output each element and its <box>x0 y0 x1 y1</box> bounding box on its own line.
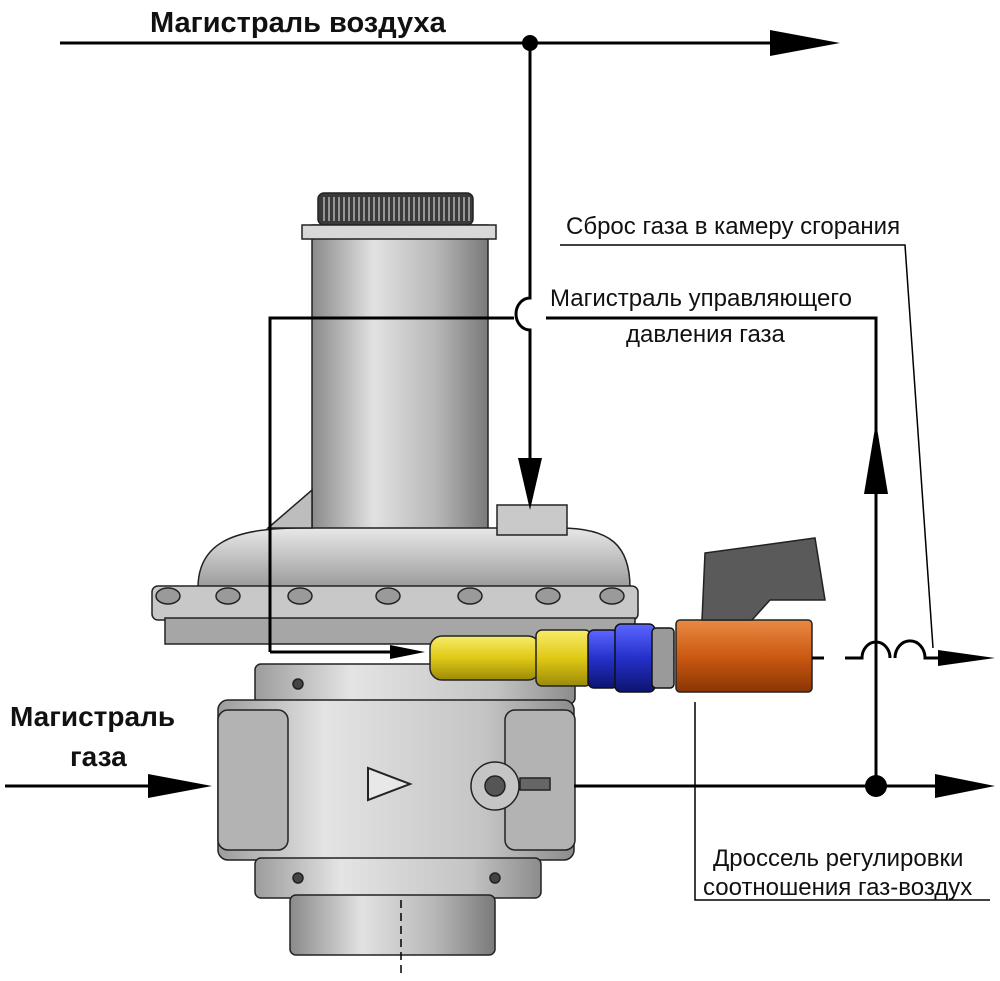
regulator-illustration <box>151 192 639 956</box>
throttle-leader <box>694 702 990 901</box>
gas-main-label-line1: Магистраль <box>10 701 175 732</box>
gas-in-arrow <box>148 774 212 798</box>
spring-housing-cylinder <box>311 224 489 536</box>
yellow-fitting <box>429 629 592 687</box>
pipework <box>5 41 990 976</box>
discharge-leader <box>560 244 934 649</box>
flange-screw <box>599 587 625 605</box>
flange-screw <box>215 587 241 605</box>
control-to-fitting-arrow <box>390 645 425 659</box>
discharge-arrow <box>938 650 995 666</box>
gas-discharge-label: Сброс газа в камеру сгорания <box>566 213 900 240</box>
control-line-label-line2: давления газа <box>626 321 786 348</box>
control-line-label-line1: Магистраль управляющего <box>550 285 852 312</box>
throttle-label-line2: соотношения газ-воздух <box>703 874 972 901</box>
flow-direction-arrow <box>367 766 413 802</box>
flange-screw <box>155 587 181 605</box>
air-main-label: Магистраль воздуха <box>150 7 447 39</box>
valve-handle <box>701 537 826 621</box>
gas-out-arrow <box>935 774 995 798</box>
throttle-label-line1: Дроссель регулировки <box>713 845 963 872</box>
control-up-arrow <box>864 422 888 494</box>
flange-screw <box>287 587 313 605</box>
bottom-cap <box>289 894 496 956</box>
flange-screw <box>457 587 483 605</box>
gas-main-label-line2: газа <box>70 741 127 772</box>
throttle-valve <box>675 537 826 693</box>
air-main-arrow <box>770 30 840 56</box>
control-pressure-line <box>268 316 878 785</box>
diaphragm-dome <box>197 527 631 589</box>
air-impulse-line <box>514 43 532 470</box>
flange-screw <box>535 587 561 605</box>
blue-nut <box>587 623 675 693</box>
gas-junction <box>865 775 887 797</box>
flange-screw <box>375 587 401 605</box>
flow-arrows <box>148 30 995 798</box>
air-junction <box>522 35 538 51</box>
air-down-arrow <box>518 458 542 510</box>
knurled-cap <box>317 192 474 226</box>
gas-discharge-line <box>845 639 945 660</box>
